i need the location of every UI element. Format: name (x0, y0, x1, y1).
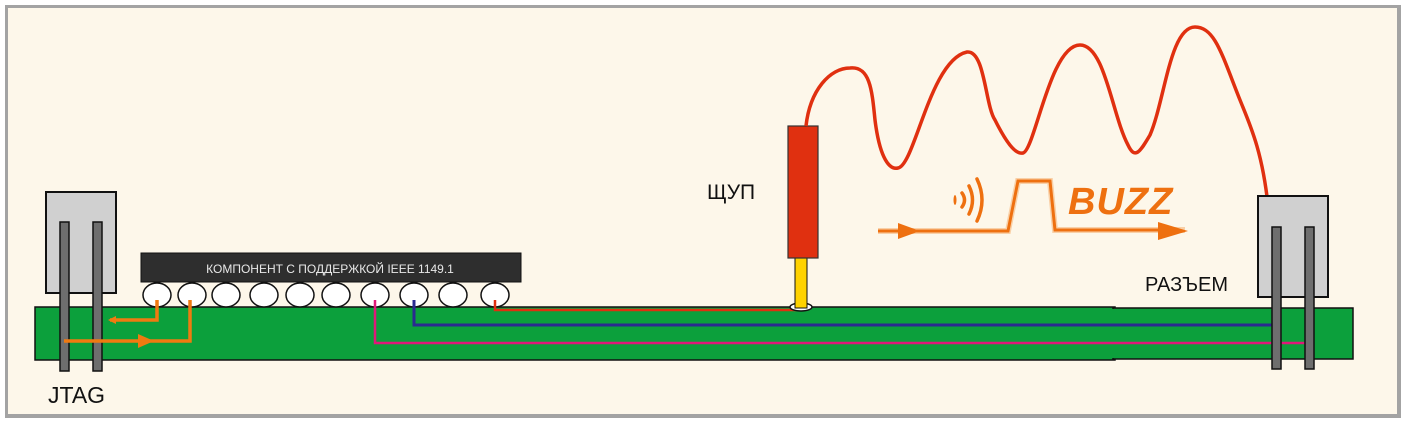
probe[interactable] (787, 125, 819, 312)
solder-ball-2 (177, 282, 207, 308)
solder-ball-9 (438, 282, 468, 308)
solder-ball-3 (211, 282, 241, 308)
sound-wave-icon (953, 177, 984, 223)
connector-pin-1 (1271, 226, 1282, 370)
edge-connector[interactable] (1257, 195, 1329, 370)
trace-red-net (493, 300, 800, 312)
trace-pink-net (373, 300, 1308, 345)
component-label: КОМПОНЕНТ С ПОДДЕРЖКОЙ IEEE 1149.1 (206, 261, 454, 276)
connector-label: РАЗЪЕМ (1145, 274, 1228, 296)
jtag-pin-1 (59, 221, 70, 372)
solder-ball-5 (285, 282, 315, 308)
solder-balls (142, 282, 510, 308)
traces (64, 300, 1308, 348)
connector-pin-2 (1304, 226, 1315, 370)
pcb-board (34, 306, 1354, 361)
signal-arrow-in-icon (898, 223, 920, 239)
solder-ball-6 (321, 282, 351, 308)
jtag-connector[interactable] (45, 191, 117, 372)
trace-jtag-tdi (64, 300, 192, 343)
probe-wire (804, 25, 1270, 206)
ieee-1149-component[interactable]: КОМПОНЕНТ С ПОДДЕРЖКОЙ IEEE 1149.1 (140, 252, 522, 308)
jtag-label: JTAG (48, 382, 105, 408)
jtag-pin-2 (92, 221, 103, 372)
buzz-label: BUZZ (1068, 181, 1174, 223)
probe-label: ЩУП (707, 181, 755, 204)
trace-jtag-tdi-arrow (138, 334, 154, 348)
trace-jtag-tdo (108, 300, 159, 324)
signal-arrow-out-icon (1158, 222, 1188, 240)
buzz-signal: BUZZ (878, 177, 1188, 240)
trace-blue-net (412, 300, 1276, 327)
solder-ball-4 (249, 282, 279, 308)
